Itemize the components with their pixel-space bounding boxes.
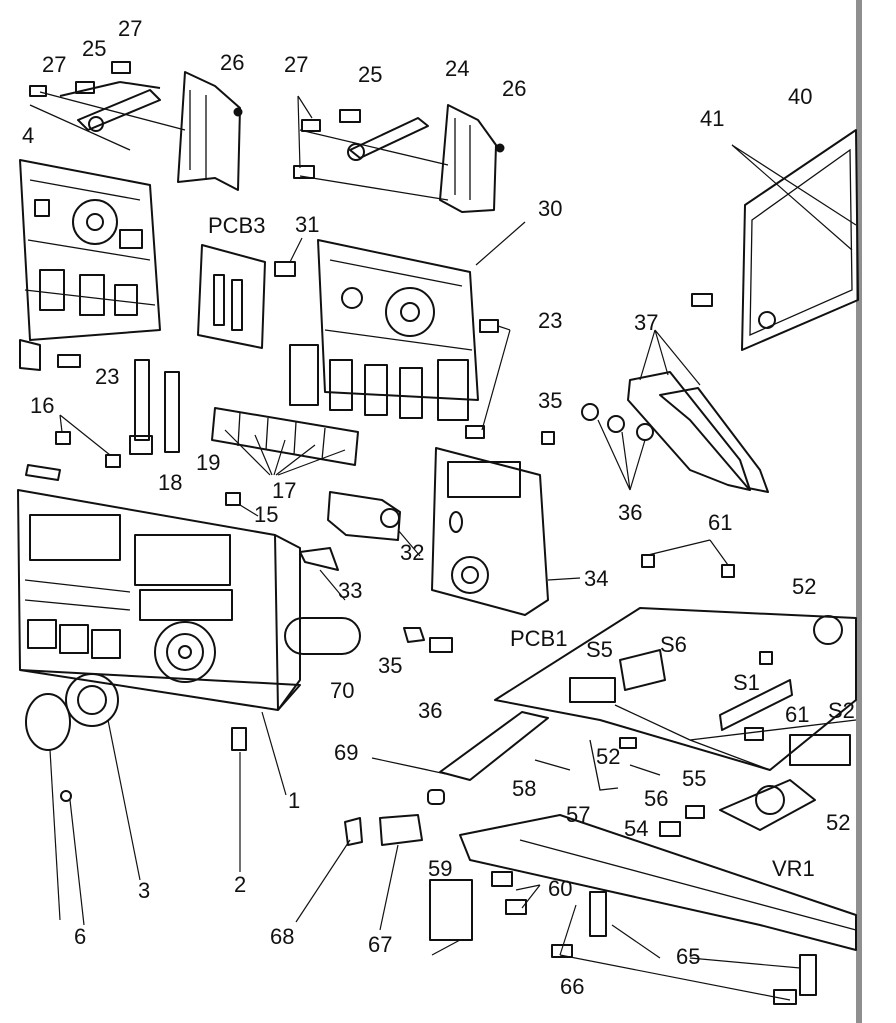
belt-70 <box>284 617 361 655</box>
label-30: 30 <box>538 196 562 221</box>
label-15: 15 <box>254 502 278 527</box>
pcb3-board <box>197 244 296 349</box>
label-41: 41 <box>700 106 724 131</box>
label-67: 67 <box>368 932 392 957</box>
label-61a: 61 <box>708 510 732 535</box>
top-left-bracket-assembly <box>29 61 243 191</box>
label-19: 19 <box>196 450 220 475</box>
label-70: 70 <box>330 678 354 703</box>
parts-32-33-34 <box>299 447 549 653</box>
part-labels: 27 27 27 25 25 26 26 24 4 41 40 PCB3 31 … <box>22 16 855 999</box>
label-55: 55 <box>682 766 706 791</box>
label-23a: 23 <box>538 308 562 333</box>
label-2: 2 <box>234 872 246 897</box>
top-middle-bracket-assembly <box>293 95 505 213</box>
pcb1-board <box>494 607 857 771</box>
label-57: 57 <box>566 802 590 827</box>
label-31: 31 <box>295 212 319 237</box>
label-35a: 35 <box>538 388 562 413</box>
label-24: 24 <box>445 56 469 81</box>
left-mechanism-block <box>19 159 161 371</box>
label-36a: 36 <box>618 500 642 525</box>
label-61b: 61 <box>785 702 809 727</box>
label-23b: 23 <box>95 364 119 389</box>
rear-cover-40 <box>691 129 859 351</box>
label-52c: 52 <box>826 810 850 835</box>
label-69: 69 <box>334 740 358 765</box>
label-65: 65 <box>676 944 700 969</box>
label-54: 54 <box>624 816 648 841</box>
slide-brackets-37 <box>581 329 769 493</box>
label-36b: 36 <box>418 698 442 723</box>
label-pcb1: PCB1 <box>510 626 567 651</box>
label-s5: S5 <box>586 637 613 662</box>
label-17: 17 <box>272 478 296 503</box>
label-6: 6 <box>74 924 86 949</box>
bottom-chassis-rail <box>429 814 857 1005</box>
label-37: 37 <box>634 310 658 335</box>
label-25a: 25 <box>82 36 106 61</box>
label-4: 4 <box>22 123 34 148</box>
center-mechanism <box>289 239 511 439</box>
scan-edge <box>856 0 862 1023</box>
label-60: 60 <box>548 876 572 901</box>
knob-3 <box>25 673 119 802</box>
label-s2: S2 <box>828 698 855 723</box>
label-s6: S6 <box>660 632 687 657</box>
clips-18-19 <box>129 359 180 455</box>
label-33: 33 <box>338 578 362 603</box>
screws <box>55 414 735 751</box>
label-59: 59 <box>428 856 452 881</box>
label-68: 68 <box>270 924 294 949</box>
label-26b: 26 <box>502 76 526 101</box>
label-32: 32 <box>400 540 424 565</box>
push-button-row <box>211 407 359 476</box>
label-52a: 52 <box>792 574 816 599</box>
label-58: 58 <box>512 776 536 801</box>
label-vr1: VR1 <box>772 856 815 881</box>
label-25b: 25 <box>358 62 382 87</box>
label-66: 66 <box>560 974 584 999</box>
label-34: 34 <box>584 566 608 591</box>
slide-lever-69 <box>344 711 549 846</box>
label-27b: 27 <box>42 52 66 77</box>
label-27c: 27 <box>284 52 308 77</box>
leader-lines <box>49 221 801 969</box>
label-pcb3: PCB3 <box>208 213 265 238</box>
label-35b: 35 <box>378 653 402 678</box>
label-16: 16 <box>30 393 54 418</box>
front-panel <box>17 464 301 711</box>
small-parts <box>534 651 816 837</box>
label-52b: 52 <box>596 744 620 769</box>
label-56: 56 <box>644 786 668 811</box>
label-1: 1 <box>288 788 300 813</box>
label-40: 40 <box>788 84 812 109</box>
label-26a: 26 <box>220 50 244 75</box>
label-s1: S1 <box>733 670 760 695</box>
label-27a: 27 <box>118 16 142 41</box>
label-18: 18 <box>158 470 182 495</box>
label-3: 3 <box>138 878 150 903</box>
